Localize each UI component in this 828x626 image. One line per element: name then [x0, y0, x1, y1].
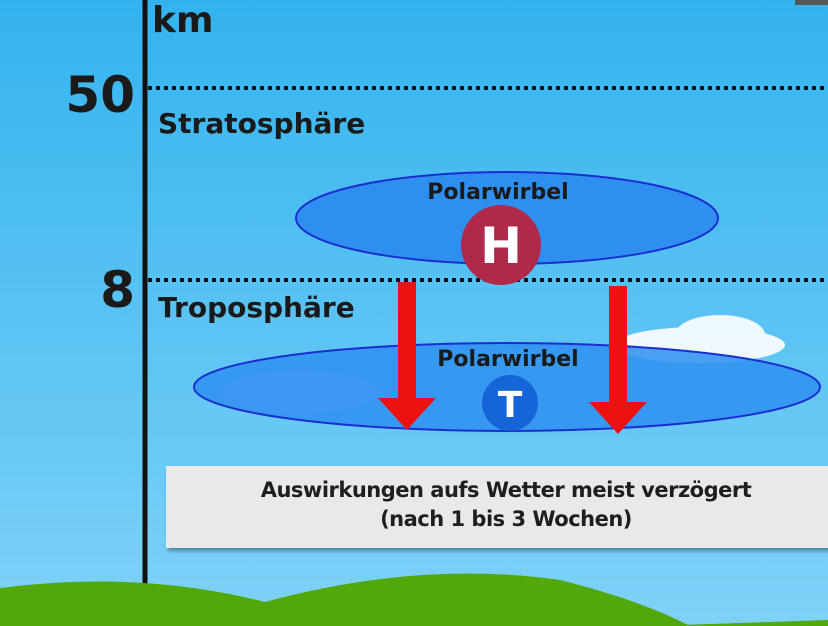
arrow-down-left — [378, 282, 436, 430]
tick-8: 8 — [100, 261, 135, 319]
high-pressure-letter: H — [480, 217, 522, 275]
caption-line-1: Auswirkungen aufs Wetter meist verzögert — [260, 478, 752, 502]
caption-line-2: (nach 1 bis 3 Wochen) — [380, 507, 632, 531]
vortex-lower-label: Polarwirbel — [437, 347, 578, 372]
tick-50: 50 — [65, 66, 135, 124]
arrow-down-right — [589, 286, 647, 434]
low-pressure-marker — [482, 375, 538, 431]
stratosphere-label: Stratosphäre — [158, 107, 365, 140]
ground-right — [650, 620, 828, 626]
high-pressure-marker — [461, 205, 541, 285]
caption-box: Auswirkungen aufs Wetter meist verzögert… — [166, 466, 828, 548]
low-pressure-letter: T — [498, 385, 523, 426]
ground-hills — [0, 573, 690, 626]
vortex-upper-label: Polarwirbel — [427, 180, 568, 205]
axis-unit: km — [152, 0, 213, 41]
troposphere-label: Troposphäre — [158, 291, 355, 324]
corner-edge — [795, 0, 828, 5]
